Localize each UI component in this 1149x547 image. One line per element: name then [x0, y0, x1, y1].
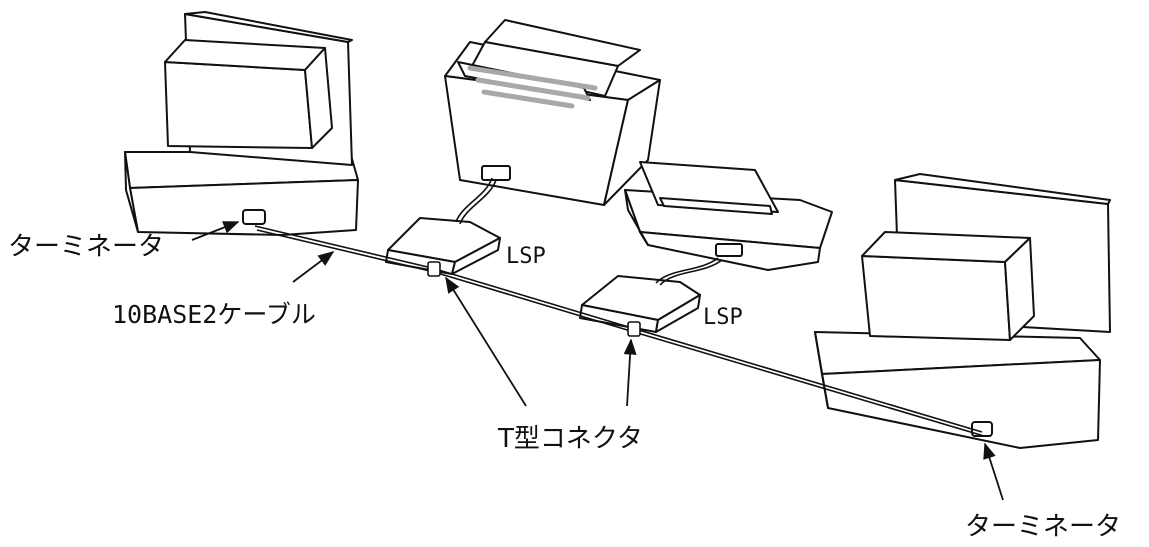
- coax-cable: [254, 225, 985, 437]
- arrow-terminator-left: [191, 221, 240, 241]
- printer-2: [624, 161, 833, 271]
- annotation-arrows: [191, 221, 1004, 501]
- t-connectors: [427, 261, 641, 337]
- label-cable: 10BASE2ケーブル: [112, 300, 316, 329]
- arrow-t-connector-2: [623, 338, 637, 407]
- arrow-terminator-right: [983, 442, 1004, 501]
- computer-right: [814, 173, 1111, 449]
- t-connector-2: [627, 321, 641, 337]
- printer-1: [444, 19, 661, 206]
- label-lsp-2: LSP: [703, 305, 743, 330]
- paper-stripes: [467, 65, 598, 109]
- lsp-device-1: [385, 217, 501, 275]
- arrow-t-connector-1: [445, 276, 527, 407]
- label-t-connector: T型コネクタ: [498, 424, 643, 454]
- lsp-printer-links: [455, 177, 723, 286]
- arrow-cable: [292, 251, 335, 283]
- t-connector-1: [427, 261, 441, 277]
- label-terminator-right: ターミネータ: [965, 512, 1122, 542]
- label-lsp-1: LSP: [506, 244, 546, 269]
- computer-left: [124, 11, 359, 236]
- label-terminator-left: ターミネータ: [8, 232, 165, 262]
- lsp-device-2: [579, 275, 701, 333]
